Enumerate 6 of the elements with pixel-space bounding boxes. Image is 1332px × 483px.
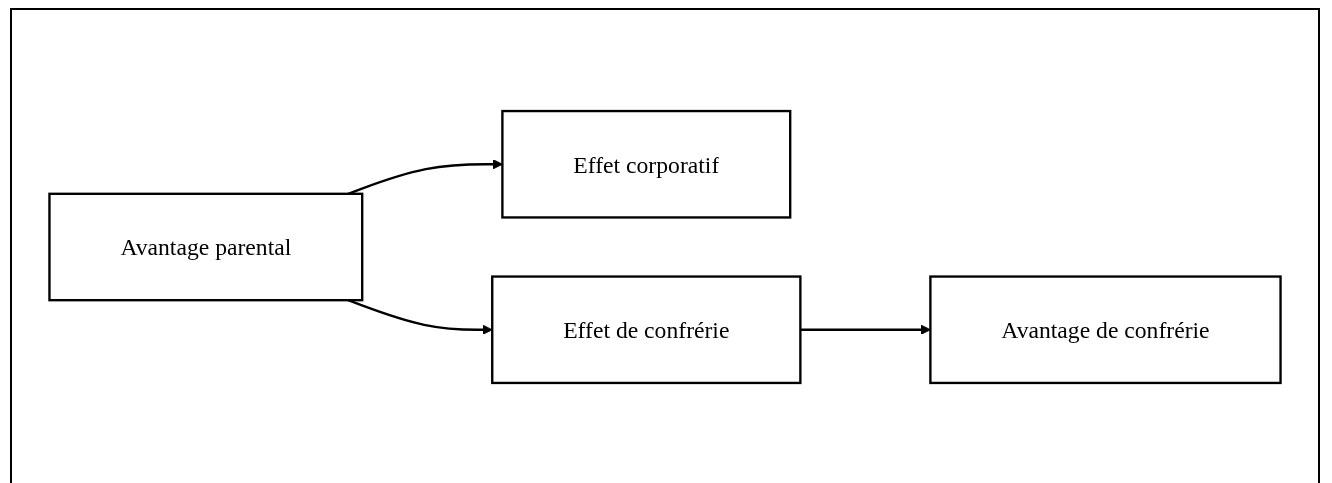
node-box [929, 274, 1282, 384]
node-box [501, 109, 792, 219]
node-box [48, 192, 364, 301]
arrow [800, 324, 931, 335]
node-box [491, 274, 802, 384]
frame-border: Avantage parental Effet corporatif Effet de confrérie Avantage de confrérie [10, 8, 1320, 483]
